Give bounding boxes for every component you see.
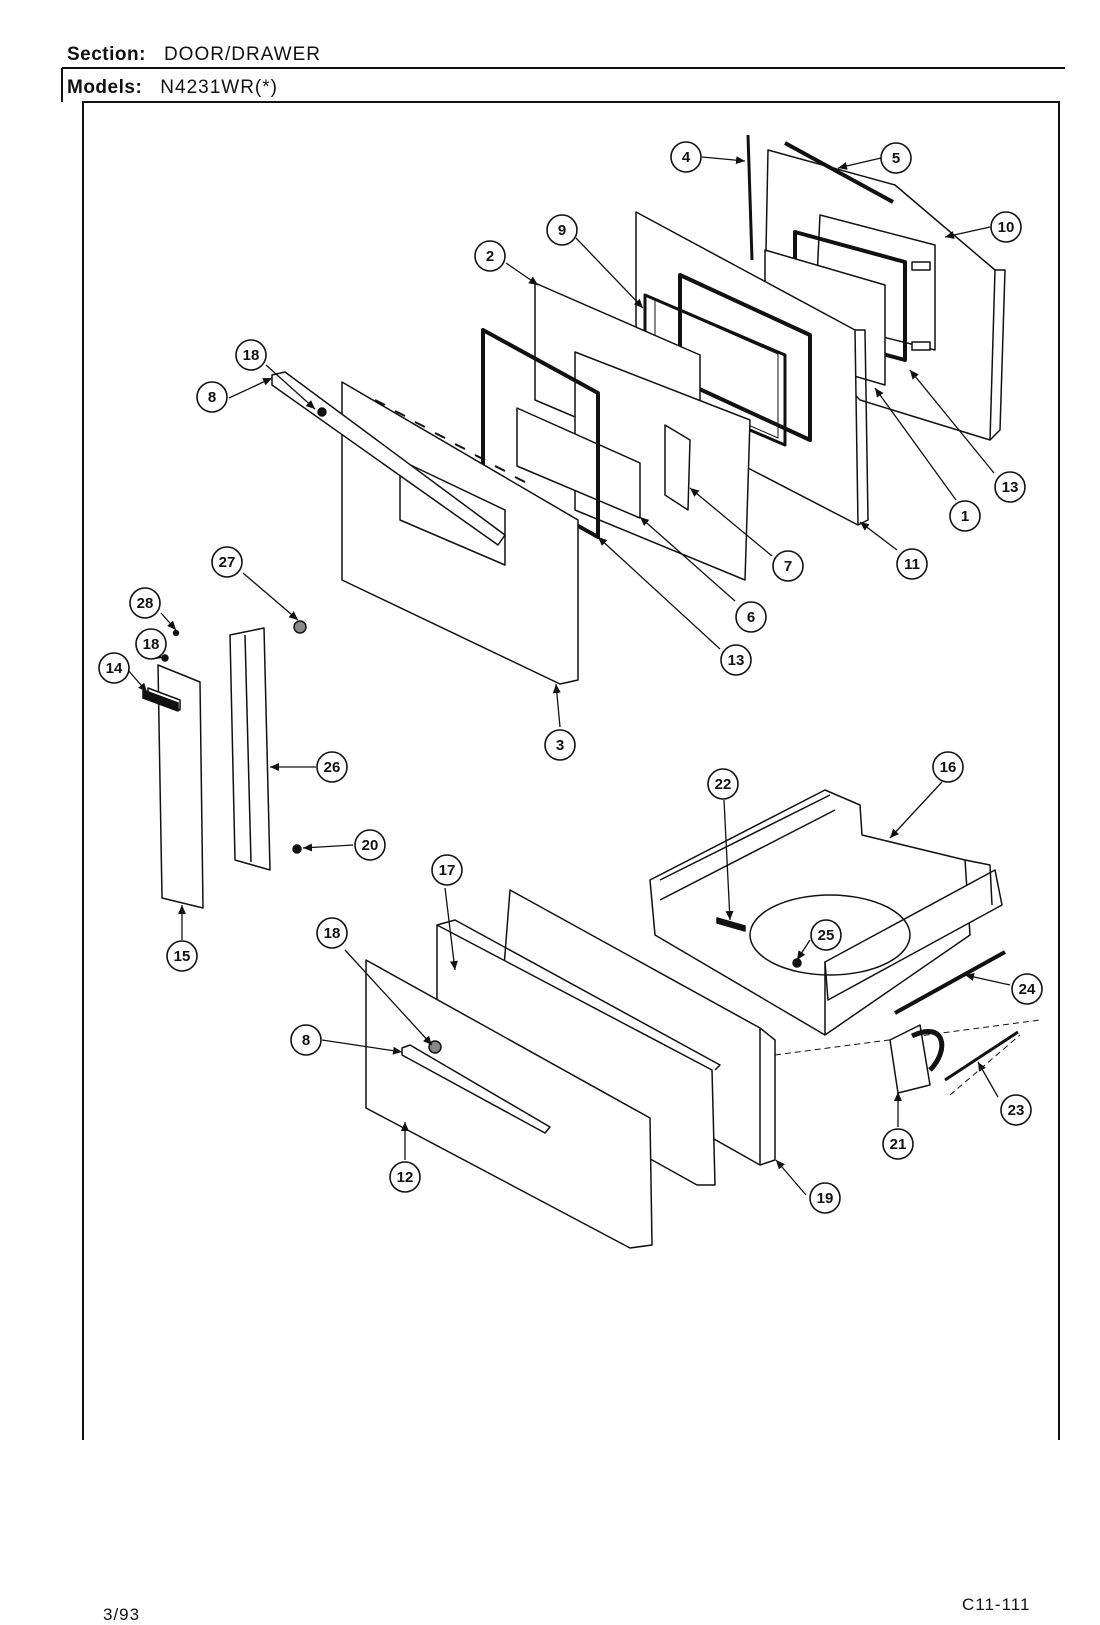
callout-3: 3	[544, 729, 576, 761]
svg-text:4: 4	[682, 149, 691, 166]
callout-24: 24	[1011, 973, 1043, 1005]
svg-text:6: 6	[747, 609, 755, 626]
part-22-bracket	[716, 917, 746, 932]
part-8-handle	[271, 371, 506, 546]
callout-6: 6	[735, 601, 767, 633]
callouts: 4 5 10 9 2 18 8 13 1 11 7 6 13 3 27 28 1…	[98, 141, 1043, 1214]
svg-text:24: 24	[1019, 981, 1036, 998]
part-23-rod	[944, 1030, 1019, 1082]
callout-2: 2	[474, 240, 506, 272]
callout-18-top: 18	[235, 339, 267, 371]
part-18-drawer-screw	[428, 1040, 442, 1054]
callout-26: 26	[316, 751, 348, 783]
models-value: N4231WR(*)	[160, 77, 278, 98]
side-trim-parts	[142, 620, 307, 909]
part-11-liner	[635, 211, 869, 526]
callout-13-mid: 13	[720, 644, 752, 676]
svg-text:8: 8	[208, 389, 216, 406]
svg-text:11: 11	[904, 556, 920, 573]
callout-19: 19	[809, 1182, 841, 1214]
oven-door-assembly	[271, 134, 1006, 685]
svg-text:1: 1	[961, 508, 969, 525]
part-8-drawer-handle	[401, 1044, 551, 1134]
page-frame	[61, 67, 1065, 1440]
callout-13-right: 13	[994, 471, 1026, 503]
svg-text:3: 3	[556, 737, 564, 754]
callout-18-side: 18	[135, 628, 167, 660]
callout-18-drawer: 18	[316, 917, 348, 949]
callout-22: 22	[707, 768, 739, 800]
part-16-drawer-body	[649, 789, 1003, 1036]
svg-text:20: 20	[362, 837, 379, 854]
callout-11: 11	[896, 548, 928, 580]
svg-text:2: 2	[486, 248, 494, 265]
callout-8-drawer: 8	[290, 1024, 322, 1056]
section-value: DOOR/DRAWER	[163, 44, 321, 65]
part-27-clip	[293, 620, 307, 634]
svg-text:10: 10	[998, 219, 1015, 236]
callout-28: 28	[129, 587, 161, 619]
callout-4: 4	[670, 141, 702, 173]
callout-8-top: 8	[196, 381, 228, 413]
callout-17: 17	[431, 854, 463, 886]
svg-text:19: 19	[817, 1190, 834, 1207]
svg-text:13: 13	[728, 652, 745, 669]
svg-text:8: 8	[302, 1032, 310, 1049]
exploded-parts-diagram: 4 5 10 9 2 18 8 13 1 11 7 6 13 3 27 28 1…	[61, 67, 1065, 1440]
callout-20: 20	[354, 829, 386, 861]
part-4-rod	[746, 134, 754, 261]
callout-1: 1	[949, 500, 981, 532]
callout-5: 5	[880, 142, 912, 174]
part-14-hinge	[142, 689, 179, 712]
section-label: Section:	[67, 44, 146, 65]
section-header: Section: DOOR/DRAWER	[67, 44, 321, 66]
footer-date: 3/93	[103, 1605, 141, 1624]
svg-text:13: 13	[1002, 479, 1019, 496]
callout-10: 10	[990, 211, 1022, 243]
svg-text:12: 12	[397, 1169, 414, 1186]
models-header: Models: N4231WR(*)	[67, 77, 278, 99]
svg-text:21: 21	[890, 1136, 907, 1153]
svg-text:27: 27	[219, 554, 236, 571]
svg-text:28: 28	[137, 595, 154, 612]
svg-text:26: 26	[324, 759, 341, 776]
leader-lines	[127, 156, 1011, 1196]
callout-12: 12	[389, 1161, 421, 1193]
callout-16: 16	[932, 751, 964, 783]
callout-14: 14	[98, 652, 130, 684]
svg-text:23: 23	[1008, 1102, 1025, 1119]
svg-text:18: 18	[243, 347, 260, 364]
callout-27: 27	[211, 546, 243, 578]
callout-9: 9	[546, 214, 578, 246]
svg-text:18: 18	[324, 925, 341, 942]
part-28-screw	[172, 629, 180, 637]
svg-text:14: 14	[106, 660, 123, 677]
part-5-strip	[784, 141, 894, 204]
callout-25: 25	[810, 919, 842, 951]
part-25-fastener	[792, 958, 802, 968]
callout-23: 23	[1000, 1094, 1032, 1126]
svg-text:15: 15	[174, 948, 191, 965]
svg-text:17: 17	[439, 862, 456, 879]
callout-7: 7	[772, 550, 804, 582]
svg-text:18: 18	[143, 636, 160, 653]
part-26-trim	[229, 627, 271, 871]
footer-code: C11-111	[962, 1595, 1031, 1614]
callout-21: 21	[882, 1128, 914, 1160]
part-18-screw	[317, 407, 327, 417]
svg-text:9: 9	[558, 222, 566, 239]
svg-text:22: 22	[715, 776, 732, 793]
svg-text:5: 5	[892, 150, 900, 167]
models-label: Models:	[67, 77, 143, 98]
svg-text:25: 25	[818, 927, 835, 944]
part-20-screw	[292, 844, 302, 854]
callout-15: 15	[166, 940, 198, 972]
svg-text:16: 16	[940, 759, 957, 776]
part-24-rod	[894, 950, 1006, 1015]
part-21-slide-bracket	[889, 1024, 945, 1094]
svg-text:7: 7	[784, 558, 792, 575]
drawer-assembly	[365, 789, 1041, 1249]
part-7-baffle	[574, 351, 751, 581]
